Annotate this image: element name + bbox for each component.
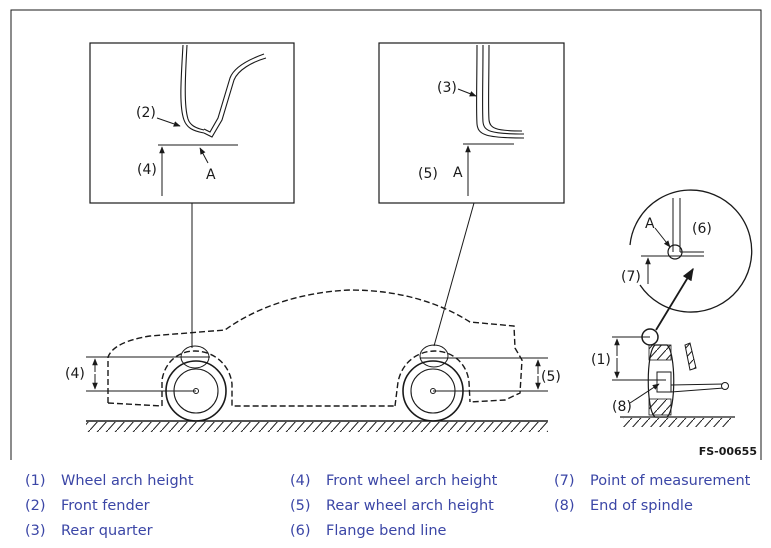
wheel-front-view: (1) (8) [591,328,735,427]
car-side-view: (4) (5) [65,289,561,432]
legend: (1)Wheel arch height (2)Front fender (3)… [0,466,771,546]
callout-8: (8) [612,399,632,415]
legend-item-8: (8)End of spindle [554,498,693,514]
callout-2: (2) [136,105,156,121]
callout-1: (1) [591,352,611,368]
callout-4-detail: (4) [137,162,157,178]
wheel-arch-height-diagram: (2) (4) A (3) (5) A [10,9,762,460]
legend-item-3: (3)Rear quarter [25,523,153,539]
rear-quarter-detail: (3) (5) A [378,42,565,204]
legend-item-6: (6)Flange bend line [290,523,447,539]
point-a-front: A [206,167,216,183]
point-a-circle: A [645,216,655,232]
callout-6: (6) [692,221,712,237]
rear-leader-line [433,202,475,347]
callout-5-detail: (5) [418,166,438,182]
callout-4: (4) [65,366,85,382]
legend-item-2: (2)Front fender [25,498,150,514]
flange-detail-circle: A (6) (7) [621,189,753,331]
legend-item-4: (4)Front wheel arch height [290,473,498,489]
figure-frame [10,9,762,460]
legend-item-7: (7)Point of measurement [554,473,751,489]
figure-id: FS-00655 [699,445,757,458]
point-a-rear: A [453,165,463,181]
front-fender-detail: (2) (4) A [89,42,295,204]
callout-7: (7) [621,269,641,285]
legend-item-1: (1)Wheel arch height [25,473,194,489]
callout-5: (5) [541,369,561,385]
callout-3: (3) [437,80,457,96]
legend-item-5: (5)Rear wheel arch height [290,498,494,514]
